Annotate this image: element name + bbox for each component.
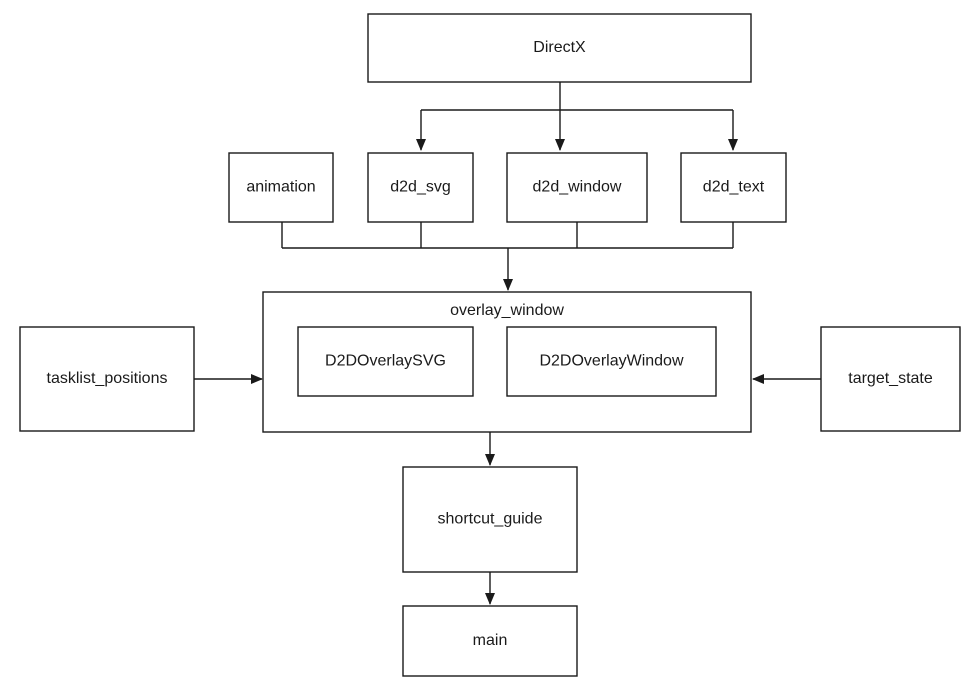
node-target-state: target_state	[820, 326, 961, 432]
node-d2d-overlay-window-label: D2DOverlayWindow	[539, 353, 683, 370]
node-shortcut-guide: shortcut_guide	[402, 466, 578, 573]
node-main: main	[402, 605, 578, 677]
node-tasklist-positions: tasklist_positions	[19, 326, 195, 432]
node-d2d-overlay-svg: D2DOverlaySVG	[297, 326, 474, 397]
node-overlay-window: overlay_window D2DOverlaySVG D2DOverlayW…	[262, 291, 752, 433]
node-tasklist-positions-label: tasklist_positions	[47, 370, 168, 387]
node-d2d-svg: d2d_svg	[367, 152, 474, 223]
node-d2d-window-label: d2d_window	[533, 179, 622, 196]
node-d2d-overlay-svg-label: D2DOverlaySVG	[325, 353, 446, 370]
node-d2d-overlay-window: D2DOverlayWindow	[506, 326, 717, 397]
node-animation-label: animation	[246, 179, 315, 196]
node-directx: DirectX	[367, 13, 752, 83]
node-d2d-text: d2d_text	[680, 152, 787, 223]
node-d2d-text-label: d2d_text	[703, 179, 765, 196]
node-animation: animation	[228, 152, 334, 223]
node-target-state-label: target_state	[848, 370, 933, 387]
node-d2d-window: d2d_window	[506, 152, 648, 223]
node-overlay-window-label: overlay_window	[450, 302, 564, 319]
node-d2d-svg-label: d2d_svg	[390, 179, 451, 196]
node-shortcut-guide-label: shortcut_guide	[438, 511, 543, 528]
node-main-label: main	[473, 632, 508, 649]
node-directx-label: DirectX	[533, 39, 586, 56]
